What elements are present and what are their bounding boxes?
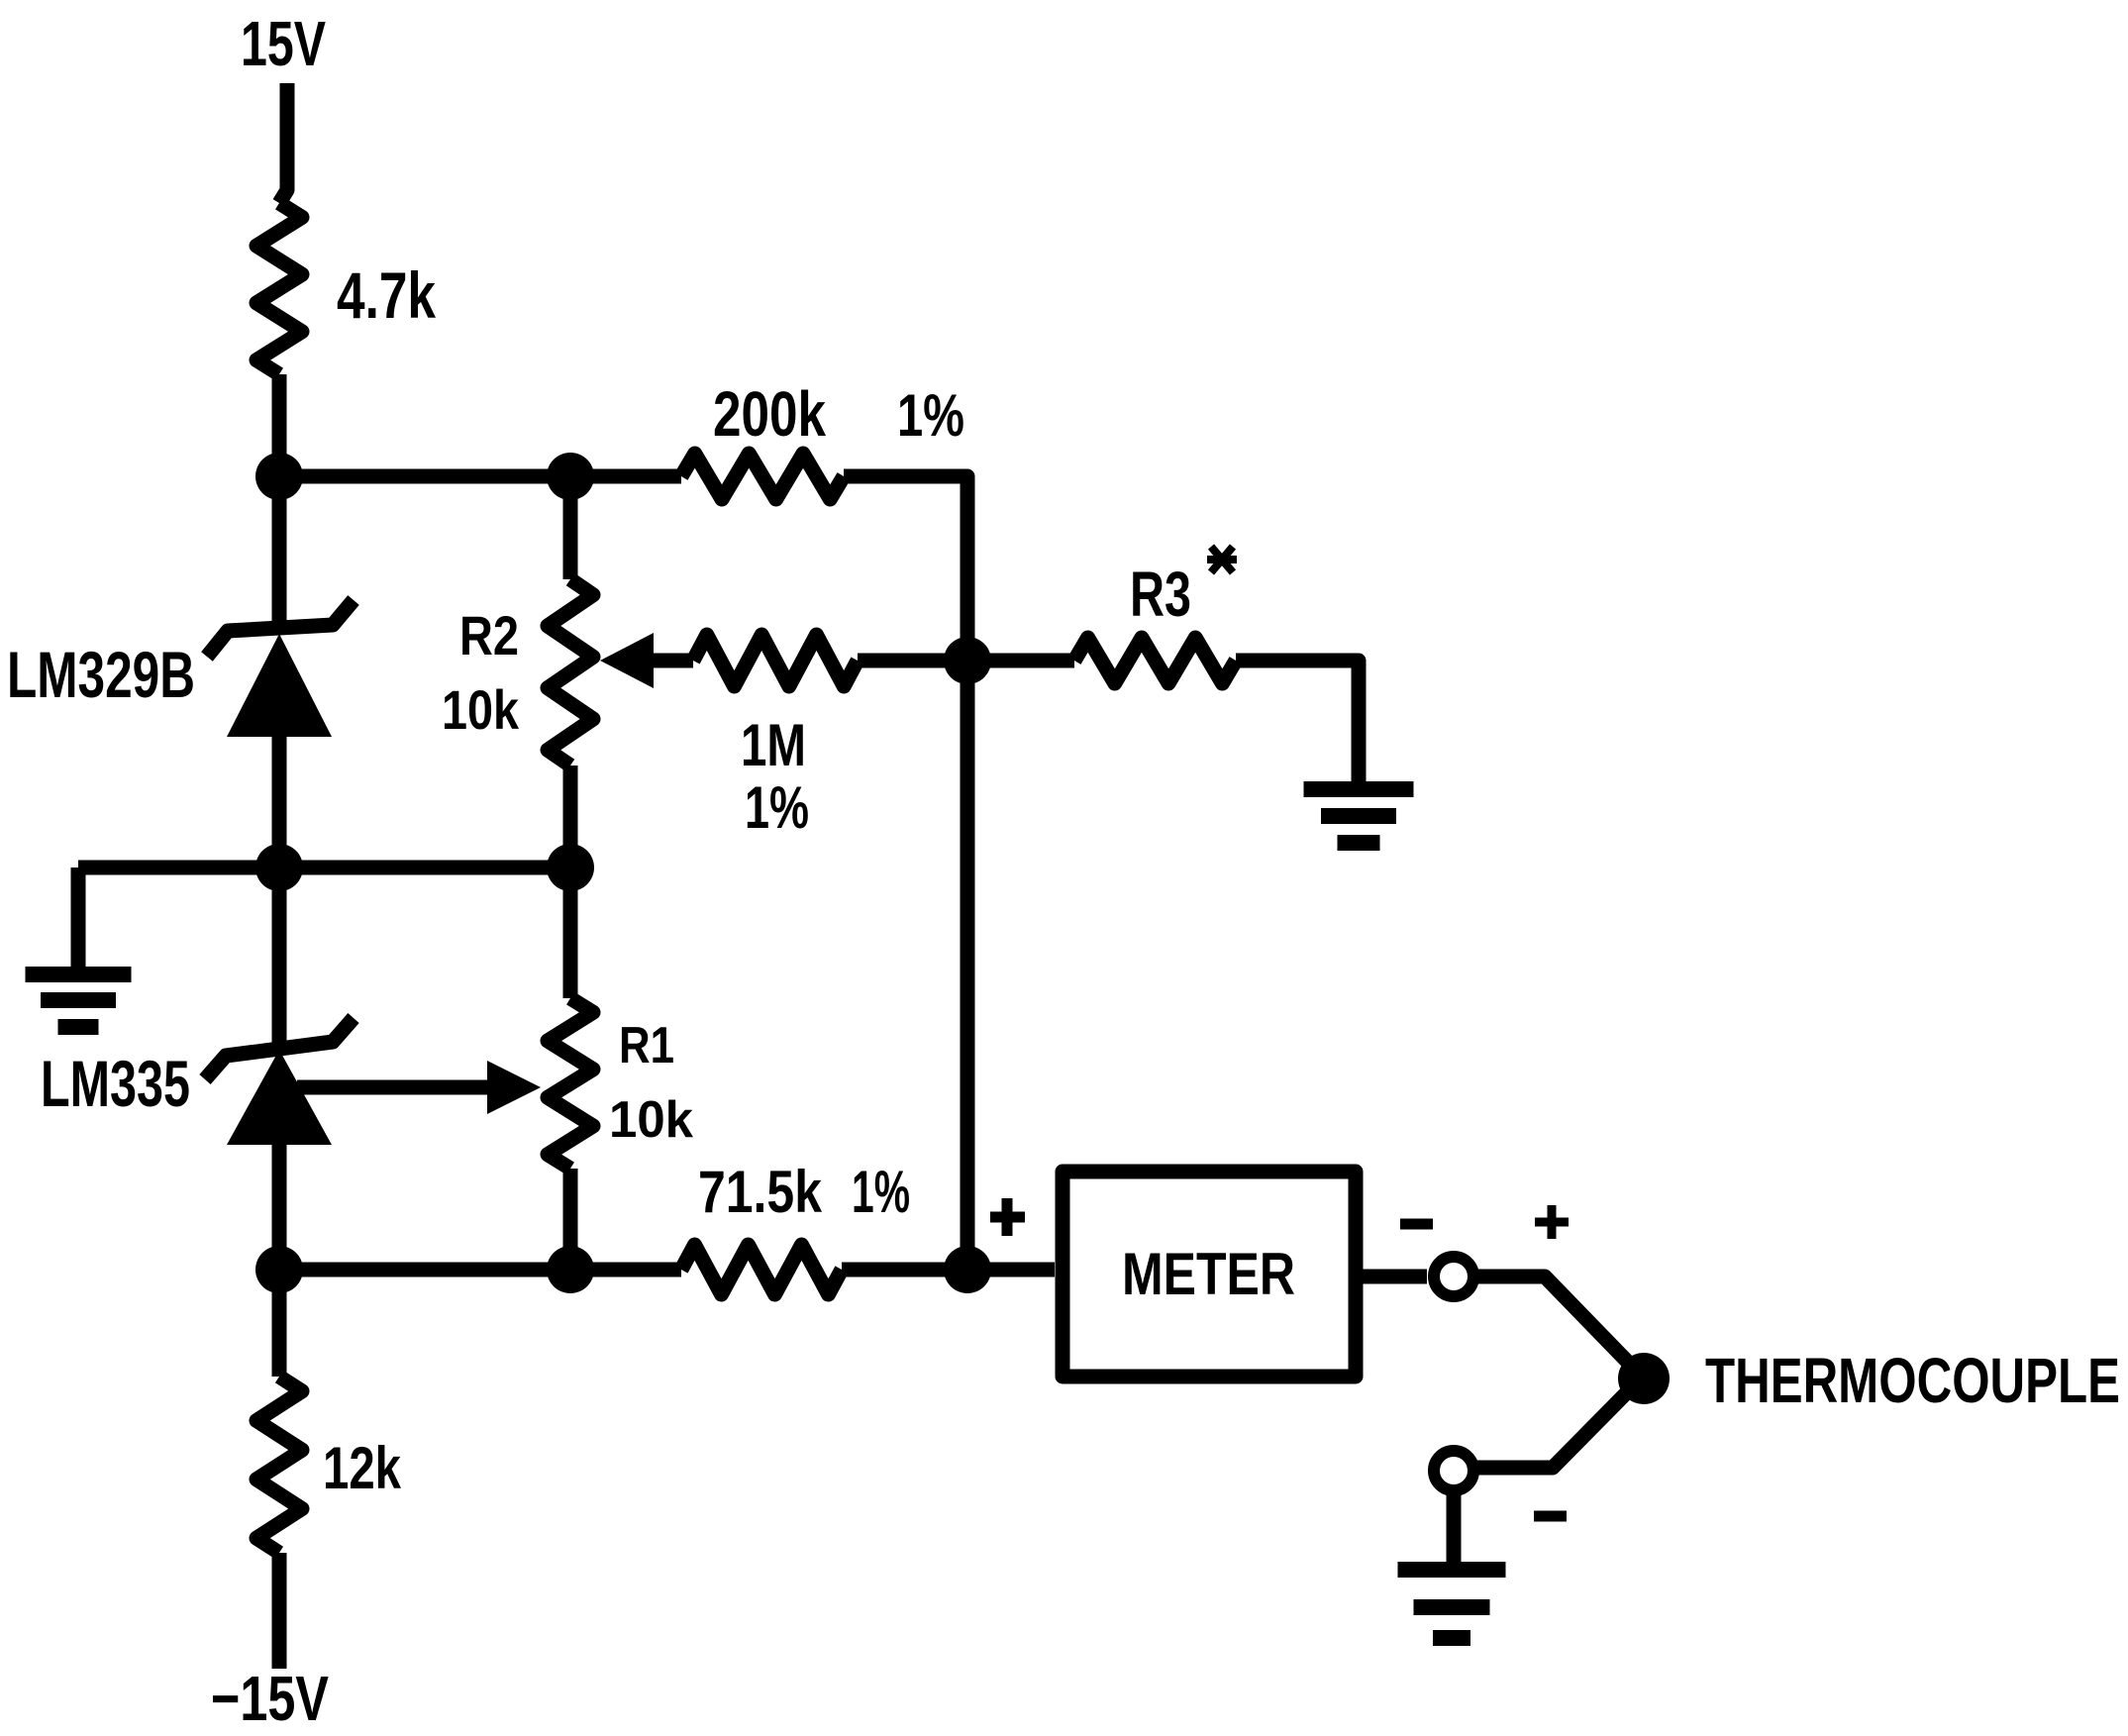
svg-text:1%: 1% [852,1159,910,1225]
svg-text:LM335: LM335 [41,1047,190,1120]
svg-text:−15V: −15V [211,1663,329,1734]
svg-text:LM329B: LM329B [7,638,195,711]
svg-text:15V: 15V [241,8,326,79]
svg-text:4.7k: 4.7k [337,258,436,332]
svg-text:1%: 1% [897,382,964,449]
svg-text:1M: 1M [741,712,806,778]
svg-text:71.5k: 71.5k [698,1159,823,1225]
svg-text:THERMOCOUPLE: THERMOCOUPLE [1705,1345,2120,1416]
svg-text:1%: 1% [745,774,809,841]
svg-text:METER: METER [1122,1241,1295,1307]
svg-text:12k: 12k [323,1435,401,1501]
svg-text:200k: 200k [713,378,826,450]
svg-text:R2: R2 [459,604,519,666]
svg-text:10k: 10k [442,678,520,741]
svg-text:10k: 10k [609,1091,693,1149]
svg-text:R3: R3 [1130,559,1191,630]
svg-text:R1: R1 [619,1017,674,1074]
